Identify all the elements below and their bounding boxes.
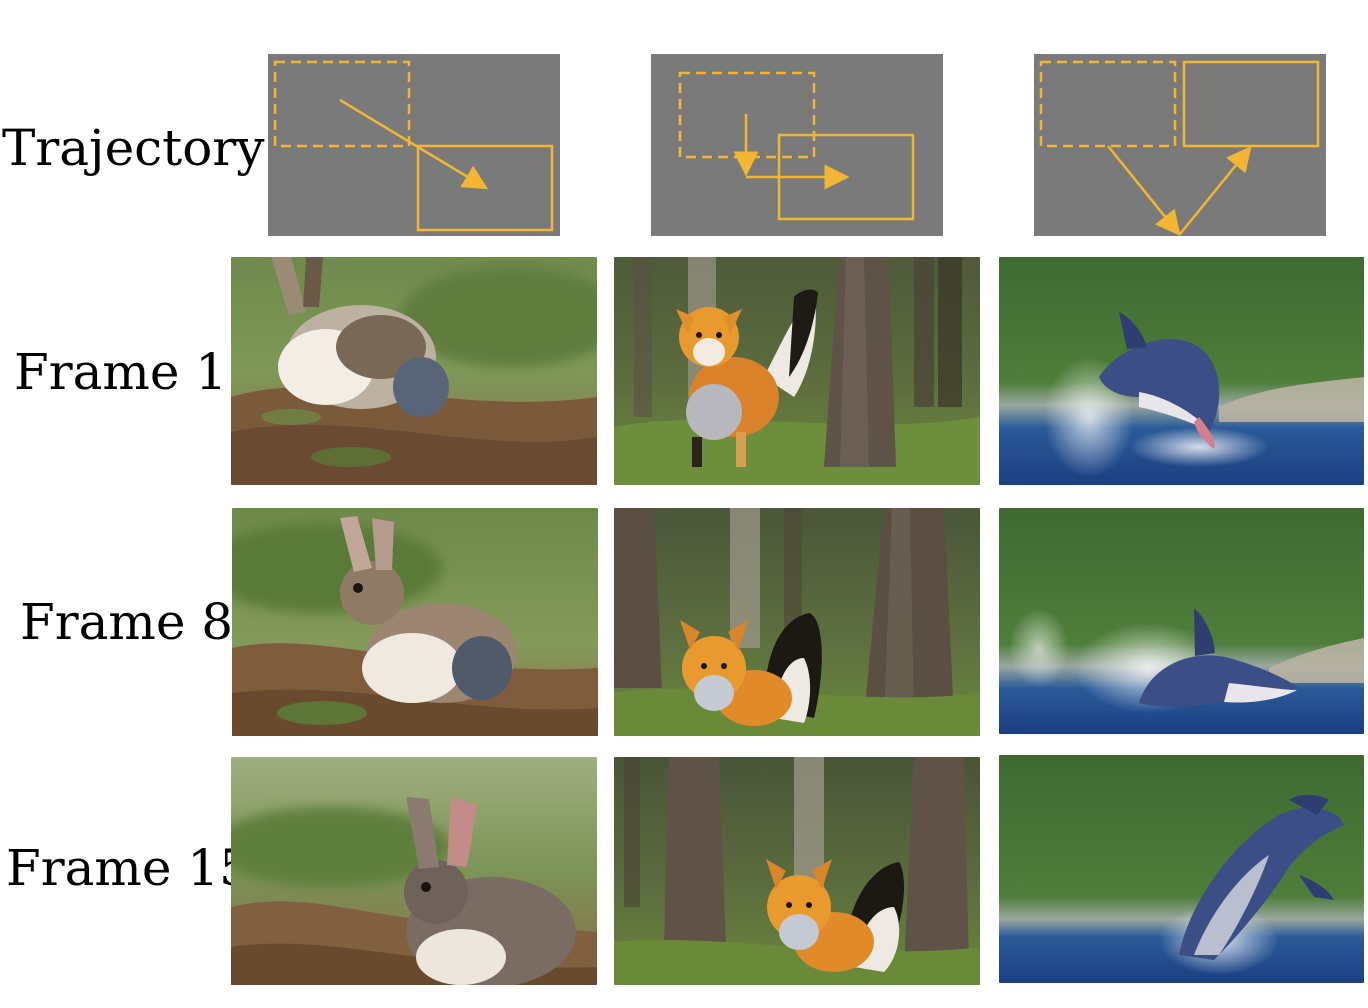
trajectory-panel-dolphin	[1034, 54, 1326, 236]
frame-15-fox-image	[614, 757, 980, 985]
trajectory-panel-fox	[651, 54, 943, 236]
trajectory-arrow	[339, 98, 489, 190]
trajectory-arrow-down	[1107, 145, 1181, 236]
row-label-frame-1: Frame 1	[14, 343, 228, 401]
start-box	[678, 71, 816, 159]
end-box	[416, 144, 554, 232]
row-label-frame-15: Frame 15	[6, 839, 251, 897]
start-box	[1039, 60, 1177, 148]
row-label-frame-8: Frame 8	[20, 593, 234, 651]
row-label-trajectory: Trajectory	[2, 119, 265, 177]
frame-1-dolphin-image	[999, 257, 1364, 485]
frame-8-rabbit-image	[232, 508, 598, 736]
frame-1-rabbit-image	[231, 257, 597, 485]
trajectory-panel-rabbit	[268, 54, 560, 236]
frame-8-dolphin-image	[999, 508, 1364, 734]
frame-15-dolphin-image	[999, 755, 1364, 983]
end-box	[1182, 60, 1320, 148]
trajectory-arrow-up	[1179, 146, 1252, 235]
frame-1-fox-image	[614, 257, 980, 485]
start-box	[273, 60, 411, 148]
frame-15-rabbit-image	[231, 757, 597, 985]
frame-8-fox-image	[614, 508, 980, 736]
